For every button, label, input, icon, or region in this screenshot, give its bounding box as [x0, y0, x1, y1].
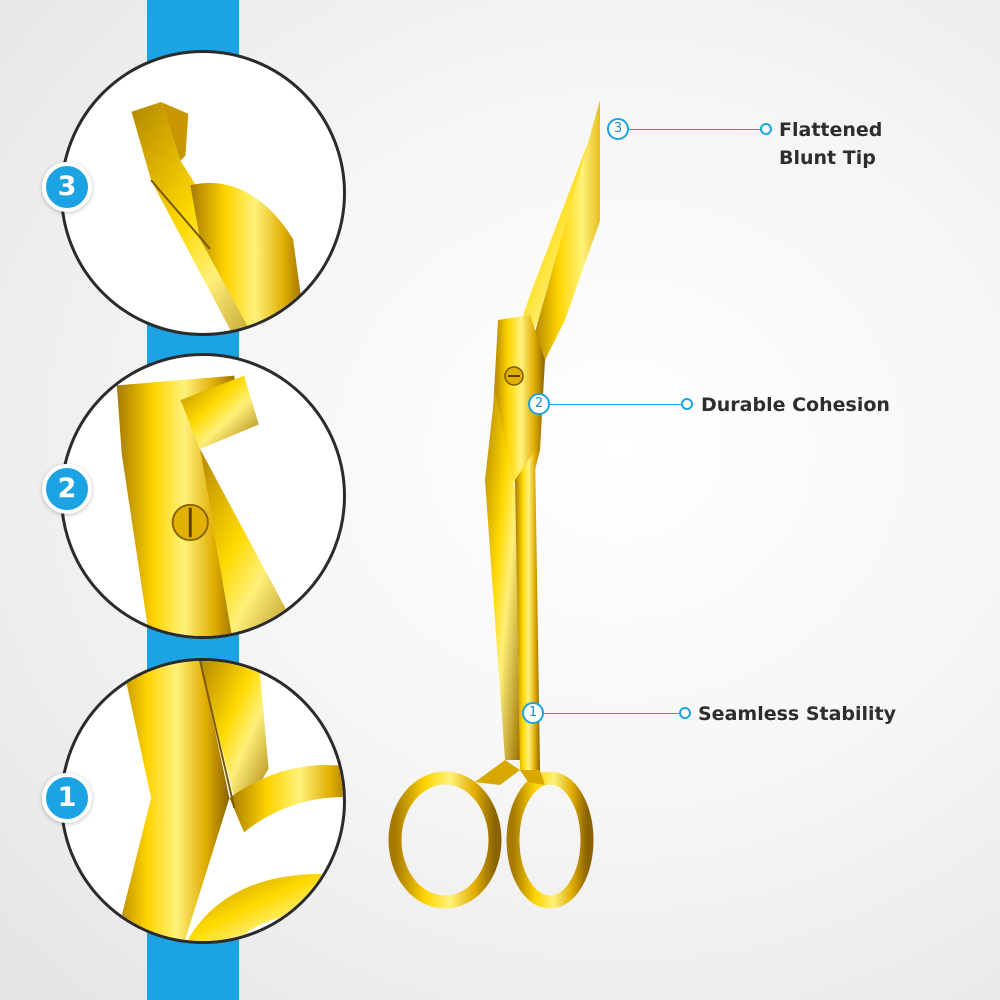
zoom-badge-1: 1: [42, 773, 92, 823]
pivot-closeup-image: [116, 375, 301, 636]
callout-dot-1: [679, 707, 691, 719]
zoom-badge-3: 3: [42, 162, 92, 212]
tip-closeup-image: [131, 101, 306, 333]
zoom-panel-tip: [60, 50, 346, 336]
callout-marker-2: 2: [528, 393, 550, 415]
callout-marker-3: 3: [607, 118, 629, 140]
callout-leader-2: [550, 404, 682, 405]
callout-dot-2: [681, 398, 693, 410]
callout-leader-1: [544, 713, 680, 714]
callout-leader-3: [629, 129, 762, 130]
callout-label-2: Durable Cohesion: [701, 394, 890, 416]
callout-label-3-line2: Blunt Tip: [779, 147, 876, 169]
scissors-product-image: [388, 100, 600, 909]
zoom-badge-2: 2: [42, 464, 92, 514]
callout-label-3-line1: Flattened: [779, 119, 883, 141]
zoom-panel-handle: [60, 658, 346, 944]
zoom-panel-pivot: [60, 353, 346, 639]
callout-marker-1: 1: [522, 702, 544, 724]
callout-label-3: Flattened Blunt Tip: [779, 116, 882, 172]
callout-label-1: Seamless Stability: [698, 703, 897, 725]
handle-closeup-image: [115, 661, 343, 941]
callout-dot-3: [760, 123, 772, 135]
